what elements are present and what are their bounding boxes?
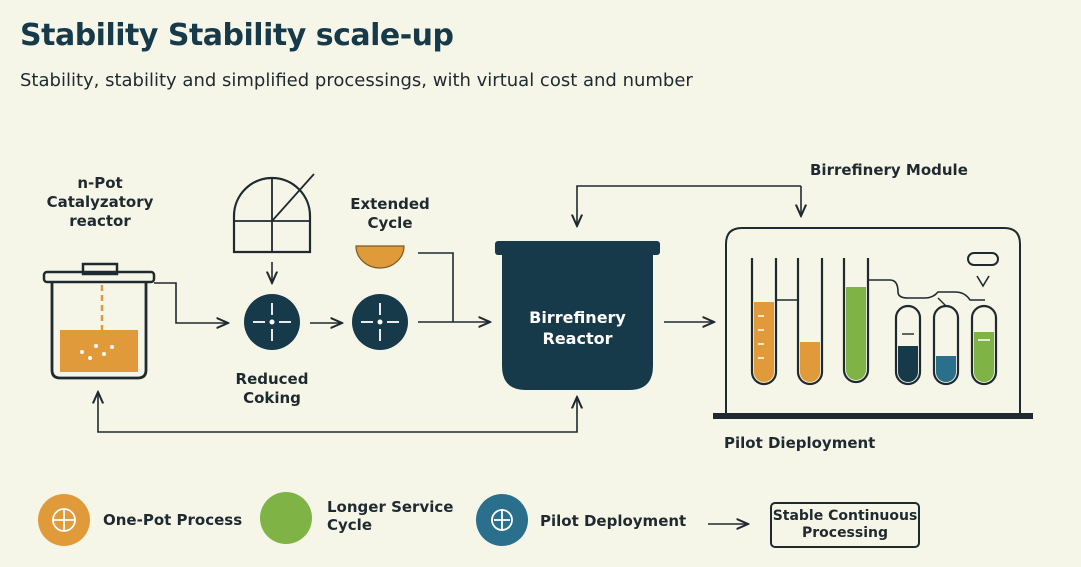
connector-line — [418, 252, 454, 322]
page-title: Stability Stability scale-up — [20, 18, 454, 53]
legend-pilot-icon — [476, 494, 528, 546]
legend-pilot-label: Pilot Deployment — [540, 512, 687, 530]
feedback-loop-top — [577, 185, 801, 226]
biorefinery-reactor — [495, 241, 660, 390]
legend-one-pot-label: One-Pot Process — [103, 511, 243, 529]
extended-cycle-label: Extended Cycle — [350, 195, 430, 232]
crosshair-icon — [352, 294, 408, 350]
legend-longer-cycle-label: Longer Service Cycle — [327, 498, 454, 534]
feedback-loop-bottom — [98, 392, 577, 433]
gauge-icon — [232, 173, 315, 254]
one-pot-reactor-icon — [42, 262, 156, 380]
stable-continuous-box: Stable Continuous Processing — [770, 502, 920, 548]
legend-one-pot-icon — [38, 494, 90, 546]
legend-longer-cycle-icon — [260, 492, 312, 544]
crosshair-icon — [244, 294, 300, 350]
pilot-label: Pilot Dieployment — [724, 434, 876, 452]
connector-line — [154, 282, 228, 323]
page-subtitle: Stability, stability and simplified proc… — [20, 70, 693, 91]
module-label: Birrefinery Module — [810, 161, 968, 179]
bowl-icon — [355, 245, 405, 269]
reduced-coking-label: Reduced Coking — [235, 370, 309, 407]
biorefinery-module — [713, 227, 1033, 419]
reactor-label: Birrefinery Reactor — [529, 308, 626, 348]
one-pot-reactor-label: n-Pot Catalyzatory reactor — [46, 174, 154, 230]
